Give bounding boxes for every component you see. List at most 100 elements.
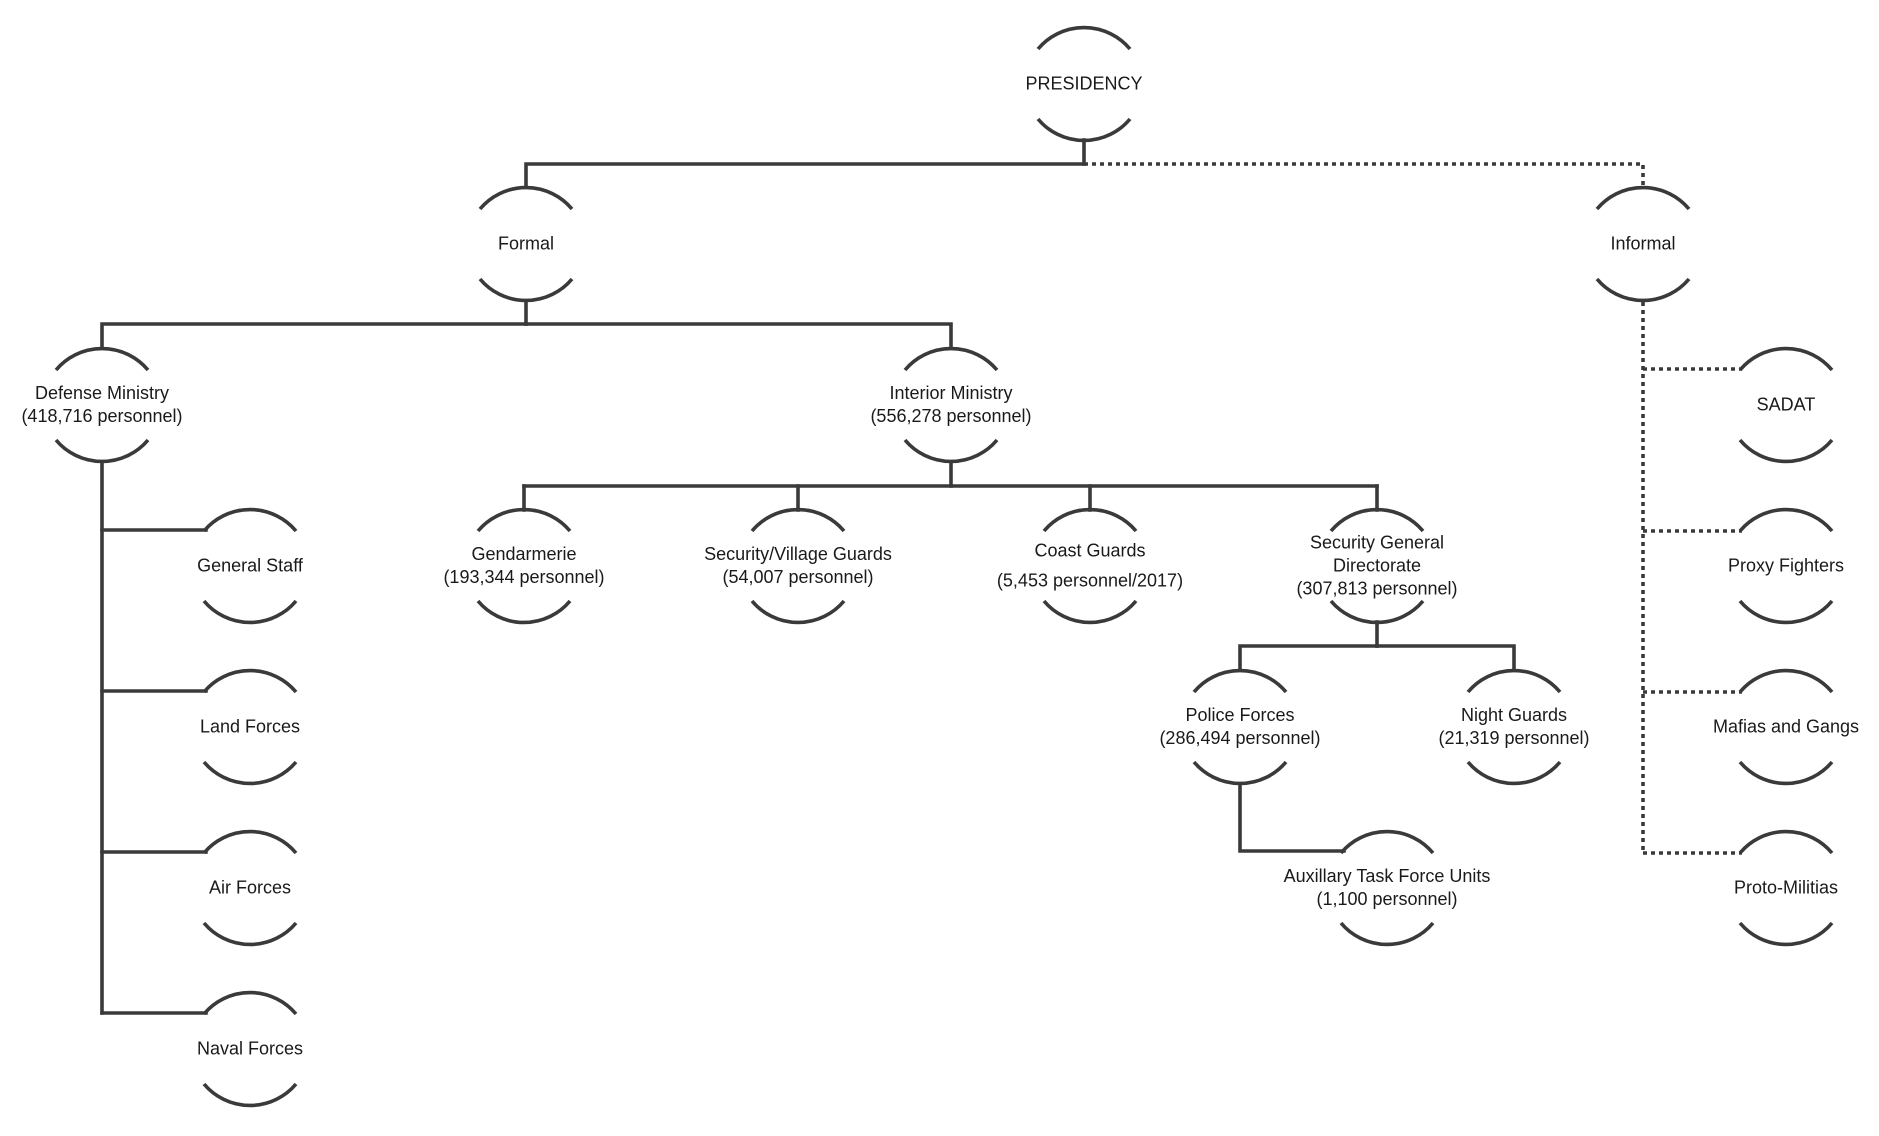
node-land-forces-line-1: Land Forces xyxy=(199,716,301,737)
arc-bottom-naval-forces xyxy=(202,1082,298,1108)
arc-top-police-forces xyxy=(1192,668,1288,694)
arc-top-land-forces xyxy=(202,668,298,694)
node-mafias-and-gangs: Mafias and Gangs xyxy=(1713,716,1859,739)
arc-top-presidency xyxy=(1036,25,1132,51)
edge-sgd-night-guards xyxy=(1375,644,1516,672)
arc-top-proxy-fighters xyxy=(1738,507,1834,533)
node-security-village-guards-line-2: (54,007 personnel) xyxy=(722,567,874,587)
node-police-forces-line-2: (286,494 personnel) xyxy=(1159,728,1321,748)
arc-top-informal xyxy=(1595,185,1691,211)
node-auxillary-line-2: (1,100 personnel) xyxy=(1316,889,1458,909)
node-police-forces: Police Forces (286,494 personnel) xyxy=(1159,704,1320,750)
node-sadat-line-1: SADAT xyxy=(1756,394,1816,415)
arc-bottom-informal xyxy=(1595,277,1691,303)
edge-presidency-informal xyxy=(1084,162,1645,188)
edge-formal-defense xyxy=(100,322,528,350)
arc-bottom-interior-ministry xyxy=(903,438,999,464)
arc-bottom-sadat xyxy=(1738,438,1834,464)
node-informal-line-1: Informal xyxy=(1610,233,1676,254)
arc-bottom-auxillary-task-force-units xyxy=(1339,921,1435,947)
edge-police-auxillary xyxy=(1238,782,1346,853)
node-interior-ministry: Interior Ministry (556,278 personnel) xyxy=(870,382,1031,428)
node-interior-ministry-line-2: (556,278 personnel) xyxy=(870,406,1032,426)
arc-top-mafias-and-gangs xyxy=(1738,668,1834,694)
arc-bottom-police-forces xyxy=(1192,760,1288,786)
edge-sgd-police xyxy=(1238,644,1379,672)
node-informal: Informal xyxy=(1610,233,1675,256)
node-presidency-line-1: PRESIDENCY xyxy=(1025,73,1143,94)
node-general-staff: General Staff xyxy=(197,555,303,578)
arc-top-interior-ministry xyxy=(903,346,999,372)
connector-lines xyxy=(100,138,1742,1015)
node-naval-forces-line-1: Naval Forces xyxy=(196,1038,304,1059)
node-coast-guards: Coast Guards (5,453 personnel/2017) xyxy=(997,540,1183,593)
arc-bottom-night-guards xyxy=(1466,760,1562,786)
arc-top-security-general-directorate xyxy=(1329,507,1425,533)
node-night-guards-line-2: (21,319 personnel) xyxy=(1438,728,1590,748)
node-security-general-directorate: Security General Directorate (307,813 pe… xyxy=(1296,532,1457,601)
node-interior-ministry-line-1: Interior Ministry xyxy=(889,383,1013,403)
node-air-forces: Air Forces xyxy=(209,877,291,900)
node-auxillary-line-1: Auxillary Task Force Units xyxy=(1283,866,1491,886)
node-proto-militias: Proto-Militias xyxy=(1734,877,1838,900)
node-gendarmerie-line-2: (193,344 personnel) xyxy=(443,567,605,587)
arc-top-coast-guards xyxy=(1042,507,1138,533)
arc-bottom-proxy-fighters xyxy=(1738,599,1834,625)
arc-bottom-air-forces xyxy=(202,921,298,947)
arc-bottom-presidency xyxy=(1036,117,1132,143)
arc-top-night-guards xyxy=(1466,668,1562,694)
node-police-forces-line-1: Police Forces xyxy=(1185,705,1295,725)
node-formal-line-1: Formal xyxy=(497,233,555,254)
arc-top-gendarmerie xyxy=(476,507,572,533)
arc-bottom-defense-ministry xyxy=(54,438,150,464)
edge-presidency-formal xyxy=(524,162,1086,188)
edge-formal-interior xyxy=(524,322,953,350)
node-security-village-guards: Security/Village Guards (54,007 personne… xyxy=(704,543,892,589)
node-defense-ministry-line-1: Defense Ministry xyxy=(34,383,170,403)
arc-top-sadat xyxy=(1738,346,1834,372)
node-coast-guards-line-1: Coast Guards xyxy=(1034,540,1146,561)
arc-bottom-proto-militias xyxy=(1738,921,1834,947)
arc-top-proto-militias xyxy=(1738,829,1834,855)
node-proxy-fighters-line-1: Proxy Fighters xyxy=(1727,555,1845,576)
arc-top-general-staff xyxy=(202,507,298,533)
arc-bottom-mafias-and-gangs xyxy=(1738,760,1834,786)
arc-top-air-forces xyxy=(202,829,298,855)
node-naval-forces: Naval Forces xyxy=(197,1038,303,1061)
arc-bottom-security-village-guards xyxy=(750,599,846,625)
node-defense-ministry: Defense Ministry (418,716 personnel) xyxy=(21,382,182,428)
arc-top-naval-forces xyxy=(202,990,298,1016)
node-auxillary-task-force-units: Auxillary Task Force Units (1,100 person… xyxy=(1284,865,1491,911)
node-mafias-and-gangs-line-1: Mafias and Gangs xyxy=(1712,716,1860,737)
arc-top-defense-ministry xyxy=(54,346,150,372)
node-presidency: PRESIDENCY xyxy=(1025,73,1142,96)
node-sgd-line-2: Directorate xyxy=(1332,555,1422,576)
node-proxy-fighters: Proxy Fighters xyxy=(1728,555,1844,578)
node-gendarmerie-line-1: Gendarmerie xyxy=(471,544,577,564)
node-land-forces: Land Forces xyxy=(200,716,300,739)
node-air-forces-line-1: Air Forces xyxy=(208,877,292,898)
node-sgd-line-1: Security General xyxy=(1309,532,1445,553)
node-arcs xyxy=(54,25,1834,1108)
arc-top-auxillary-task-force-units xyxy=(1339,829,1435,855)
arc-bottom-land-forces xyxy=(202,760,298,786)
node-coast-guards-line-2 xyxy=(997,563,1183,570)
arc-bottom-formal xyxy=(478,277,574,303)
node-night-guards-line-1: Night Guards xyxy=(1460,705,1568,725)
node-proto-militias-line-1: Proto-Militias xyxy=(1733,877,1839,898)
node-security-village-guards-line-1: Security/Village Guards xyxy=(704,544,892,564)
arc-bottom-coast-guards xyxy=(1042,599,1138,625)
node-general-staff-line-1: General Staff xyxy=(197,555,303,576)
node-defense-ministry-line-2: (418,716 personnel) xyxy=(21,406,183,426)
arc-top-security-village-guards xyxy=(750,507,846,533)
node-sadat: SADAT xyxy=(1757,394,1816,417)
node-coast-guards-line-3: (5,453 personnel/2017) xyxy=(996,570,1184,591)
node-gendarmerie: Gendarmerie (193,344 personnel) xyxy=(443,543,604,589)
node-formal: Formal xyxy=(498,233,554,256)
arc-top-formal xyxy=(478,185,574,211)
node-night-guards: Night Guards (21,319 personnel) xyxy=(1438,704,1589,750)
arc-bottom-gendarmerie xyxy=(476,599,572,625)
arc-bottom-general-staff xyxy=(202,599,298,625)
node-sgd-line-3: (307,813 personnel) xyxy=(1296,578,1458,599)
